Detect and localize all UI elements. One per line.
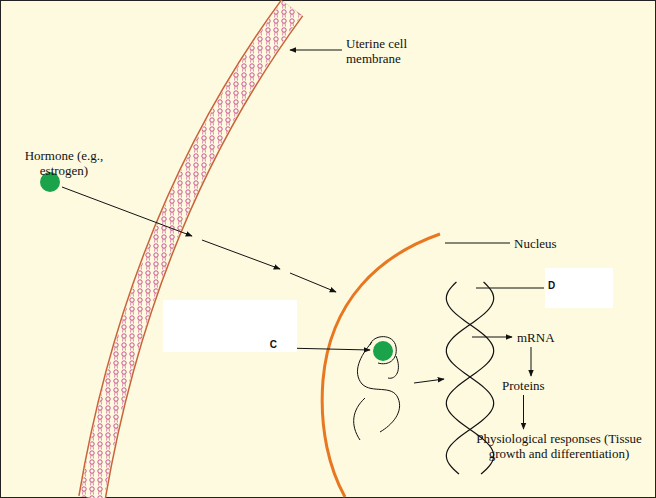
label-text: Hormone (e.g., estrogen)	[25, 148, 104, 178]
process-arrow	[472, 337, 512, 338]
callout-letter: C	[270, 337, 277, 352]
nuclear-envelope	[322, 234, 440, 497]
step-label: Proteins	[502, 378, 545, 393]
nucleus-label: Nucleus	[514, 236, 594, 251]
receptor	[354, 337, 400, 440]
flow-arrow	[531, 347, 532, 376]
hormone-receptor-complex	[373, 341, 393, 361]
callout-letter: D	[548, 278, 555, 293]
hormone-path	[62, 187, 336, 292]
label-box: C	[163, 300, 297, 352]
step-label: mRNA	[517, 330, 555, 345]
flow-arrow	[523, 395, 524, 429]
process-arrow	[414, 379, 444, 383]
leader-arrow	[290, 50, 342, 51]
label-text: Uterine cell membrane	[346, 36, 407, 66]
process-step: Physiological responses (Tissue growth a…	[473, 430, 645, 462]
process-step: Proteins	[500, 377, 547, 394]
label-text: Nucleus	[514, 236, 557, 251]
process-step: mRNA	[515, 329, 557, 346]
label-box: D	[545, 268, 613, 308]
leader-line	[445, 243, 510, 244]
step-label: Physiological responses (Tissue growth a…	[476, 431, 642, 461]
hormone-label: Hormone (e.g., estrogen)	[14, 148, 114, 178]
leader-line	[476, 288, 544, 289]
cell-membrane	[92, 8, 292, 498]
membrane-label: Uterine cell membrane	[346, 36, 438, 66]
